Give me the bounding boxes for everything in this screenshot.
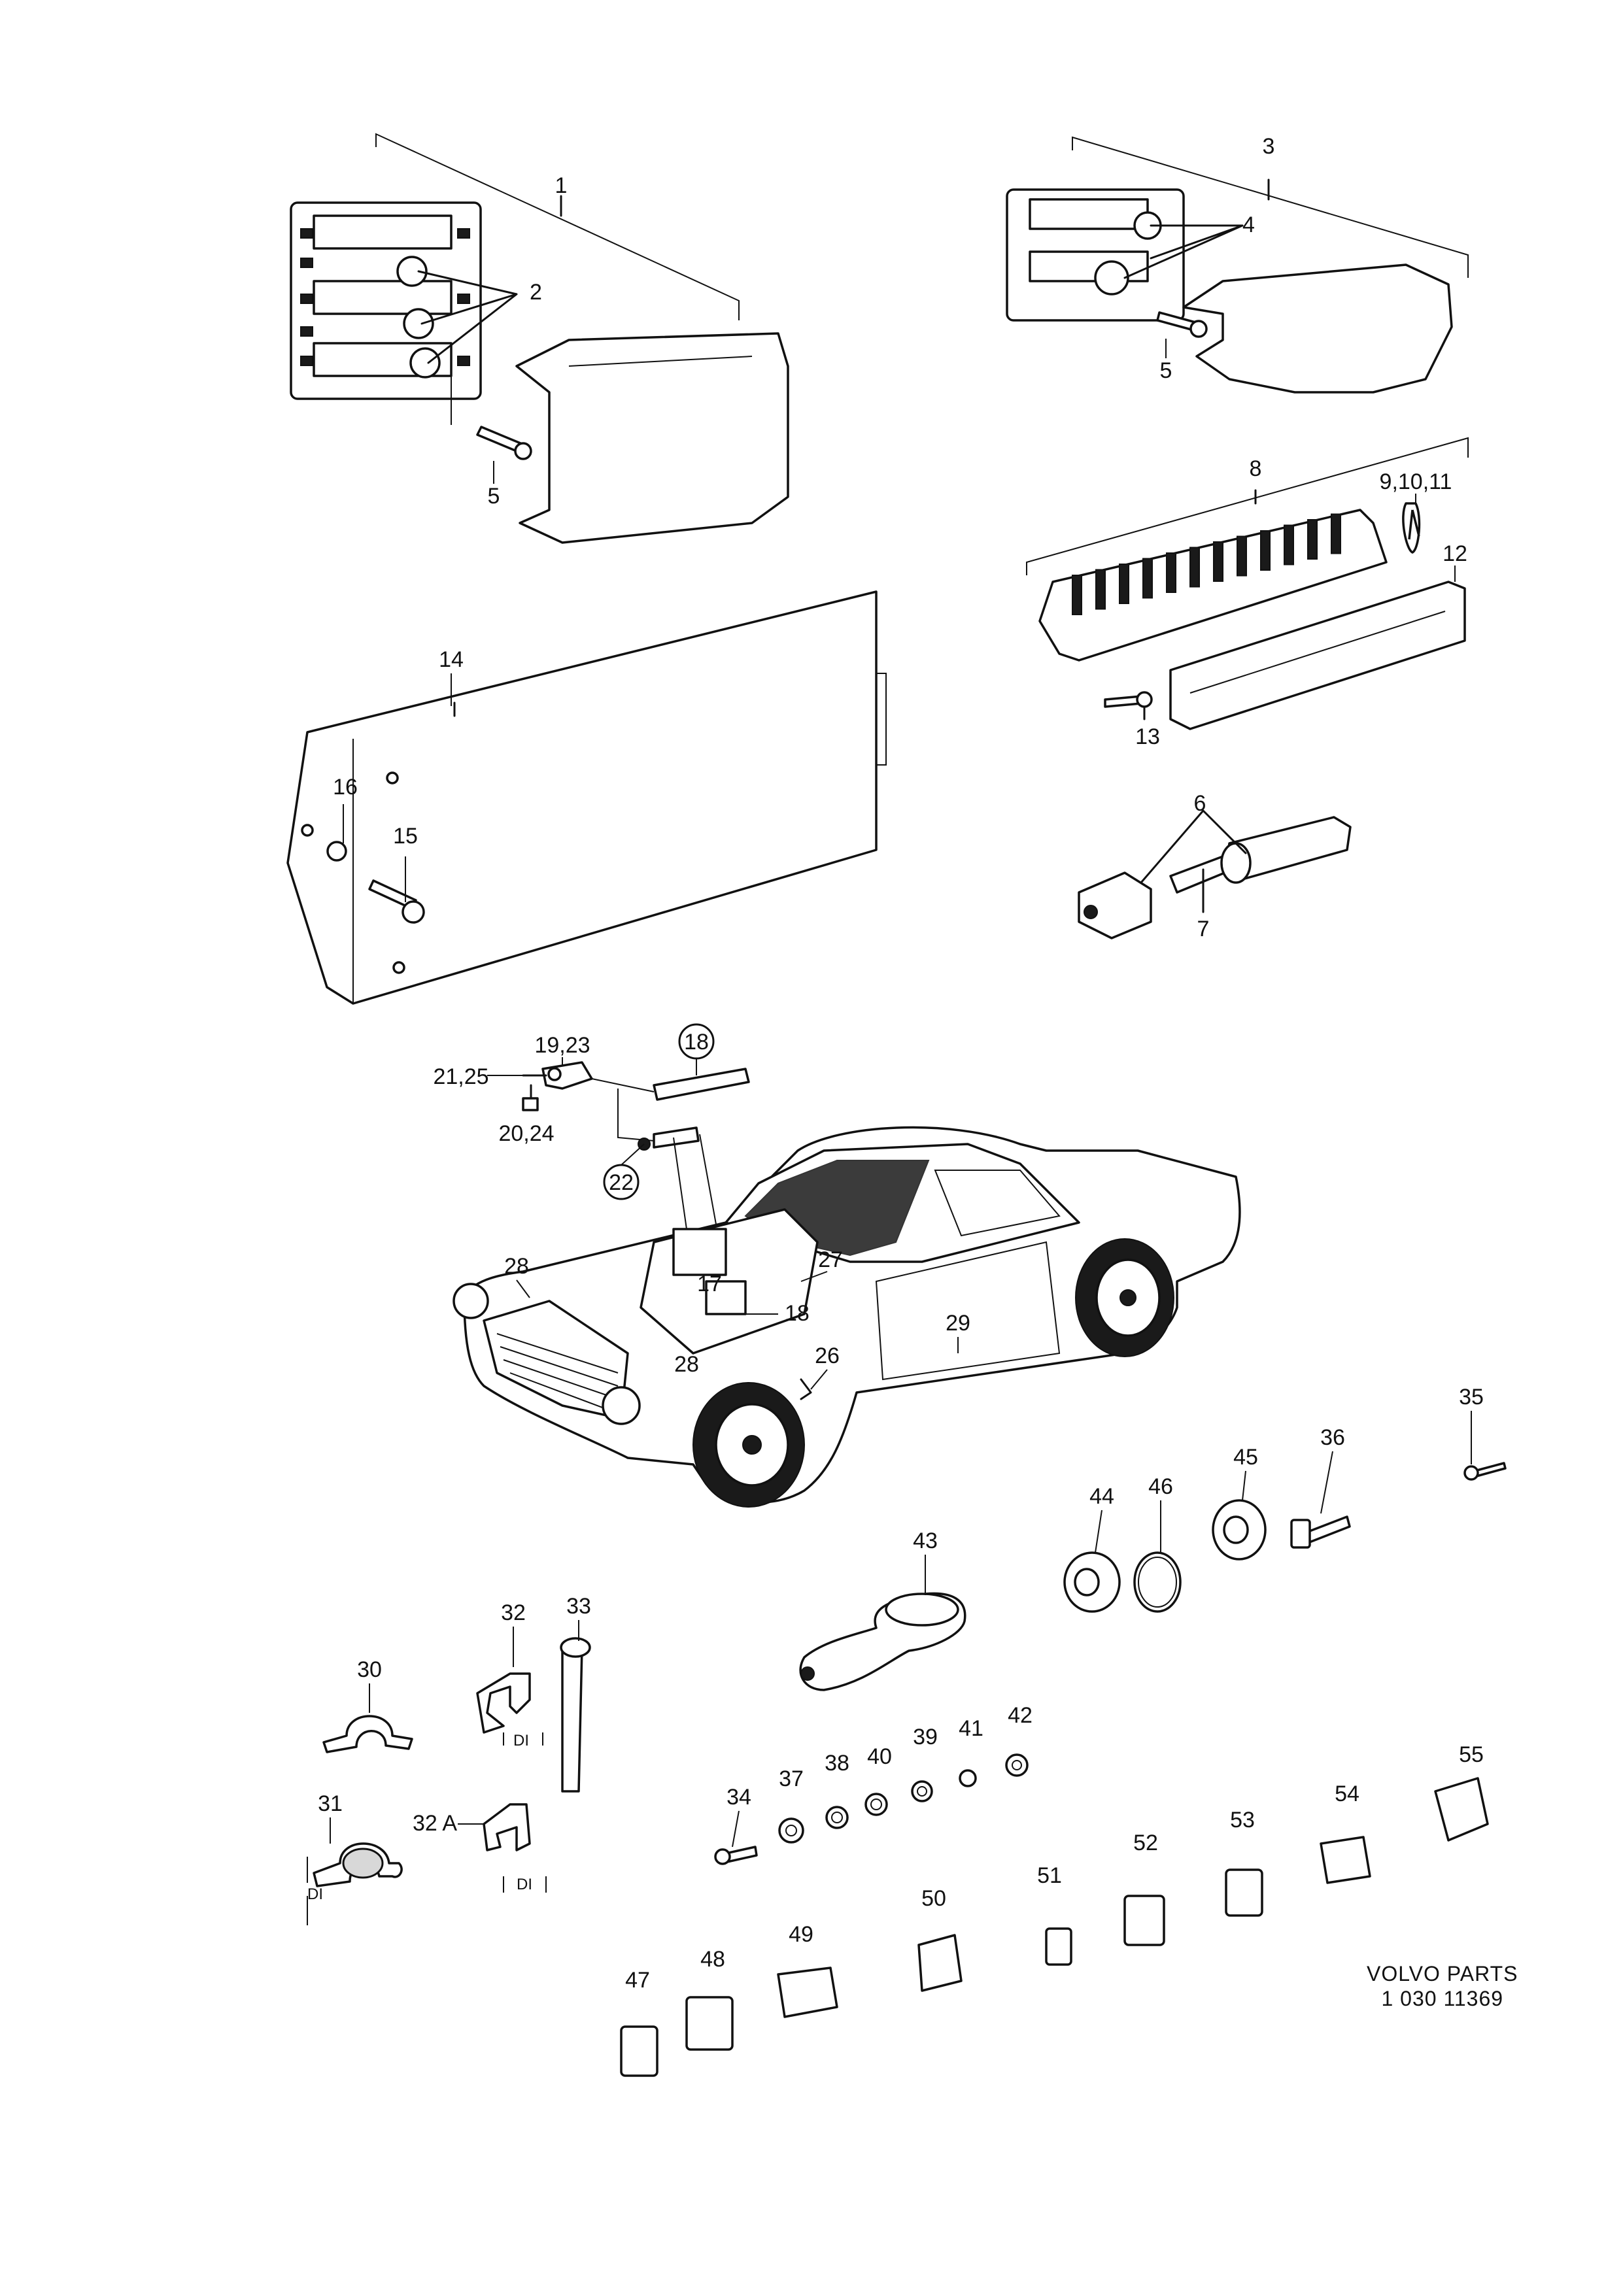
callout-18: 18 [785,1301,810,1326]
callout-44: 44 [1089,1484,1114,1509]
fuse-clip [1331,513,1341,554]
callout-31: 31 [318,1791,343,1816]
fuse-clip [1095,569,1106,610]
callout-9-10-11: 9,10,11 [1380,469,1452,494]
grommets [799,1462,1507,1691]
callout-42: 42 [1008,1703,1033,1728]
fuse-clip [1072,575,1082,615]
callout-49: 49 [789,1922,813,1947]
callout-29: 29 [946,1311,970,1336]
fuse-clip [1142,558,1153,599]
callout-21-25: 21,25 [433,1064,488,1089]
footer-number: 1 030 11369 [1381,1987,1504,2010]
callout-5a: 5 [488,484,500,509]
catalog-footer: VOLVO PARTS 1 030 11369 [1367,1961,1518,2011]
fuse-clip [1284,524,1294,566]
callout-50: 50 [921,1886,946,1911]
callout-52: 52 [1133,1831,1158,1855]
callout-6: 6 [1194,791,1206,816]
callout-48: 48 [700,1947,725,1972]
callout-34: 34 [726,1785,751,1810]
callout-46: 46 [1148,1474,1173,1499]
callout-15: 15 [393,824,418,849]
cable-terminals [522,1061,750,1275]
callout-8: 8 [1250,456,1262,481]
dimension-label-31: DI [307,1885,323,1903]
callout-17: 17 [697,1272,722,1296]
callout-32a: 32 A [413,1811,457,1836]
dimension-label-32a: DI [517,1876,532,1893]
fuse-box-assembly [1026,437,1469,730]
callout-26: 26 [815,1343,840,1368]
callout-35: 35 [1459,1385,1484,1410]
callout-2: 2 [530,280,542,305]
callout-7: 7 [1197,917,1210,941]
callout-18-circled: 18 [684,1030,709,1055]
callout-54: 54 [1335,1781,1359,1806]
car-illustration [453,1126,1241,1508]
footer-brand: VOLVO PARTS [1367,1962,1518,1985]
callout-20-24: 20,24 [498,1121,554,1146]
callout-1: 1 [555,173,568,198]
fuse-clip [1237,535,1247,577]
plug-connectors [620,1777,1489,2077]
callout-4: 4 [1242,212,1255,237]
inline-fuse-holder [1078,809,1352,939]
callout-22: 22 [609,1170,634,1195]
callout-51: 51 [1037,1863,1062,1888]
callout-47: 47 [625,1968,650,1993]
callout-28b: 28 [674,1352,699,1377]
callout-12: 12 [1443,541,1467,566]
callout-14: 14 [439,647,464,672]
callout-19-23: 19,23 [534,1033,590,1058]
callout-39: 39 [913,1725,938,1749]
relay-assembly-1 [290,133,789,544]
fuse-clip [1189,547,1200,588]
callout-53: 53 [1230,1808,1255,1832]
mounting-panel-14 [286,590,887,1005]
callout-55: 55 [1459,1742,1484,1767]
callout-36: 36 [1320,1425,1345,1450]
callout-3: 3 [1263,134,1275,159]
fuse-clip [1260,530,1271,571]
callout-41: 41 [959,1716,983,1741]
dimension-label-32: DI [513,1732,529,1749]
callout-37: 37 [779,1766,804,1791]
callout-40: 40 [867,1744,892,1769]
relay-assembly-3 [1006,136,1469,394]
fuse-clip [1119,564,1129,604]
callout-labels: 1 2 3 4 5 5 6 7 8 9,10,11 12 13 14 15 16… [307,134,1484,1993]
cable-clips [307,1637,591,1925]
callout-5b: 5 [1160,358,1172,383]
callout-43: 43 [913,1528,938,1553]
leader-lines [330,339,1472,1848]
callout-32: 32 [501,1600,526,1625]
callout-13: 13 [1135,724,1160,749]
fuse-clip [1166,552,1176,593]
callout-30: 30 [357,1657,382,1682]
callout-18-circle [678,1023,715,1060]
fuse-clip [1213,541,1223,582]
callout-28a: 28 [504,1254,529,1279]
callout-33: 33 [566,1594,591,1619]
fuse-clip [1307,519,1318,560]
callout-45: 45 [1233,1445,1258,1470]
callout-16: 16 [333,775,358,800]
callout-38: 38 [825,1751,849,1776]
small-hardware [714,1753,1029,1865]
callout-27: 27 [818,1247,843,1272]
